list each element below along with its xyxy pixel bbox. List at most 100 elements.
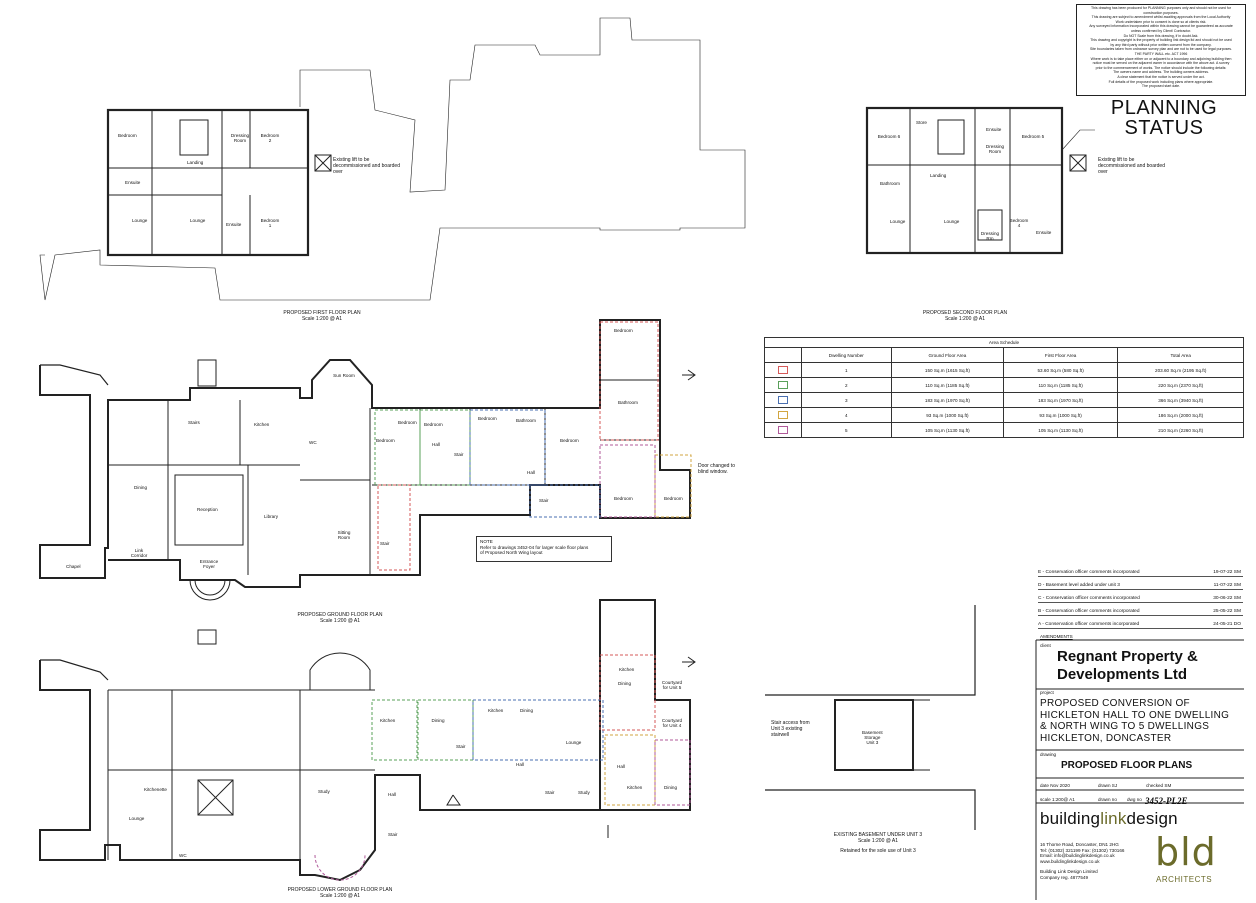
dwg-number: 3452-PL2E	[1145, 796, 1188, 806]
table-title: Area Schedule	[764, 337, 1244, 348]
room-label: WC	[309, 440, 317, 445]
note-line: construction purposes.	[1143, 10, 1179, 15]
ground-floor-caption: PROPOSED GROUND FLOOR PLAN Scale 1:200 @…	[280, 612, 400, 624]
room-label: Ensuite	[986, 127, 1002, 132]
room-label: Kitchen	[619, 667, 635, 672]
room-label: Hall	[617, 764, 625, 769]
lift-note-line: decommissioned and boarded	[1098, 163, 1165, 169]
plan-title: EXISTING BASEMENT UNDER UNIT 3	[833, 832, 923, 838]
wordmark-part: link	[1100, 809, 1127, 828]
table-cell: 183 Sq.m (1970 Sq.ft)	[1002, 392, 1119, 408]
client-line: Developments Ltd	[1057, 666, 1188, 683]
room-label: Bedroom	[118, 133, 137, 138]
checked-field: checked SM	[1146, 783, 1172, 788]
table-cell: 53.60 Sq.m (580 Sq.ft)	[1002, 362, 1119, 378]
room-label: Kitchen	[380, 718, 396, 723]
note-line: Site boundaries taken from ordnance surv…	[1089, 47, 1233, 52]
project-line: & NORTH WING TO 5 DWELLINGS	[1040, 721, 1210, 732]
room-label: Stair	[539, 498, 549, 503]
table-header: First Floor Area	[1002, 347, 1119, 363]
room-line: Storage	[864, 735, 881, 740]
room-label: Lounge	[944, 219, 960, 224]
planning-status-line: PLANNING	[1110, 97, 1218, 119]
room-label: Ensuite	[125, 180, 141, 185]
room-label: Chapel	[66, 564, 81, 569]
drawing-title: PROPOSED FLOOR PLANS	[1061, 760, 1193, 771]
first-floor-caption: PROPOSED FIRST FLOOR PLAN Scale 1:200 @ …	[262, 310, 382, 322]
dwelling-swatch	[764, 392, 802, 408]
table-cell: 220 Sq.m (2370 Sq.ft)	[1117, 377, 1244, 393]
amendment-date: 30-06-22 SM	[1213, 596, 1241, 601]
room-label: Bedroom	[560, 438, 579, 443]
room-label: Kitchen	[488, 708, 504, 713]
table-header: Dwelling Number	[800, 347, 892, 363]
room-label: Bedroom	[398, 420, 417, 425]
room-label: Bathroom	[516, 418, 536, 423]
plan-scale: Scale 1:200 @ A1	[944, 316, 986, 322]
room-label: Library	[264, 514, 279, 519]
color-swatch	[777, 411, 788, 419]
bld-logo: bld	[1155, 830, 1217, 874]
room-label: Dining	[134, 485, 148, 490]
north-wing-note: NOTE Refer to drawings 3452-04 for large…	[476, 536, 612, 562]
amendment-row: A - Conservation officer comments incorp…	[1038, 622, 1243, 629]
dwelling-swatch	[764, 407, 802, 423]
room-label: Dressing Room	[985, 144, 1005, 154]
room-label: Bedroom 2	[260, 133, 280, 143]
note-line: The owners name and address. The buildin…	[1113, 70, 1209, 75]
table-cell: 366 Sq.m (3940 Sq.ft)	[1117, 392, 1244, 408]
company-address: 16 Thorne Road, Doncaster, DN1 2HG Tel: …	[1040, 842, 1124, 880]
address-line: www.buildinglinkdesign.co.uk	[1040, 858, 1100, 864]
room-label: Dressing Room	[230, 133, 250, 143]
amendment-text: C - Conservation officer comments incorp…	[1038, 596, 1140, 601]
note-line: stairwell	[771, 732, 790, 738]
note-line: Unit 3 existing	[771, 726, 803, 732]
room-label: Courtyard for Unit 5	[661, 680, 683, 690]
room-line: Basement	[862, 730, 883, 735]
color-swatch	[777, 396, 788, 404]
note-line: This drawing are subject to amendment wh…	[1091, 15, 1231, 20]
amendment-text: B - Conservation officer comments incorp…	[1038, 609, 1140, 614]
disclaimer-notes: This drawing has been produced for PLANN…	[1076, 4, 1246, 96]
room-label: Study	[578, 790, 590, 795]
room-label: Stair	[380, 541, 390, 546]
color-swatch	[777, 366, 788, 374]
room-label: Hall	[516, 762, 524, 767]
amendments-heading: AMENDMENTS	[1040, 634, 1073, 639]
plan-scale: Scale 1:200 @ A1	[857, 838, 899, 844]
amendment-text: D - Basement level added under unit 3	[1038, 583, 1120, 588]
room-label: Stair	[456, 744, 466, 749]
plan-scale: Scale 1:200 @ A1	[319, 893, 361, 899]
room-label: Bedroom 4	[1009, 218, 1029, 228]
amendment-text: E - Conservation officer comments incorp…	[1038, 570, 1140, 575]
company-wordmark: buildinglinkdesign	[1040, 809, 1178, 829]
door-note-line: blind window.	[698, 469, 728, 475]
room-label: Hall	[388, 792, 396, 797]
dwelling-swatch	[764, 362, 802, 378]
room-label: Bedroom	[478, 416, 497, 421]
planning-status: PLANNING STATUS	[1100, 98, 1228, 138]
table-cell: 5	[800, 422, 892, 438]
note-line: notice must be served on the adjacent ow…	[1092, 61, 1230, 66]
note-line: unless confirmed by Client/ Contractor.	[1130, 28, 1192, 33]
amendment-date: 19-07-22 SM	[1213, 570, 1241, 575]
note-line: Where work is to take place either on or…	[1090, 56, 1232, 61]
room-label: Bedroom	[614, 328, 633, 333]
note-line: Stair access from	[771, 720, 810, 726]
wordmark-part: building	[1040, 809, 1101, 828]
amendment-row: C - Conservation officer comments incorp…	[1038, 596, 1243, 603]
project-name: PROPOSED CONVERSION OF HICKLETON HALL TO…	[1040, 698, 1229, 744]
project-line: HICKLETON HALL TO ONE DWELLING	[1040, 709, 1230, 721]
table-cell: 110 Sq.m (1185 Sq.ft)	[890, 377, 1004, 393]
client-line: Regnant Property &	[1057, 648, 1198, 665]
table-header-swatch	[764, 347, 802, 363]
amendment-text: A - Conservation officer comments incorp…	[1038, 622, 1140, 627]
note-line: Refer to drawings 3452-04 for larger sca…	[480, 544, 589, 550]
table-cell: 1	[800, 362, 892, 378]
basement-room-label: Basement Storage Unit 3	[862, 730, 883, 745]
scale-field: scale 1:200@ A1	[1040, 797, 1075, 802]
room-label: Lounge	[132, 218, 148, 223]
room-label: Dining	[618, 681, 632, 686]
lift-note-line: Existing lift to be	[1098, 157, 1135, 163]
